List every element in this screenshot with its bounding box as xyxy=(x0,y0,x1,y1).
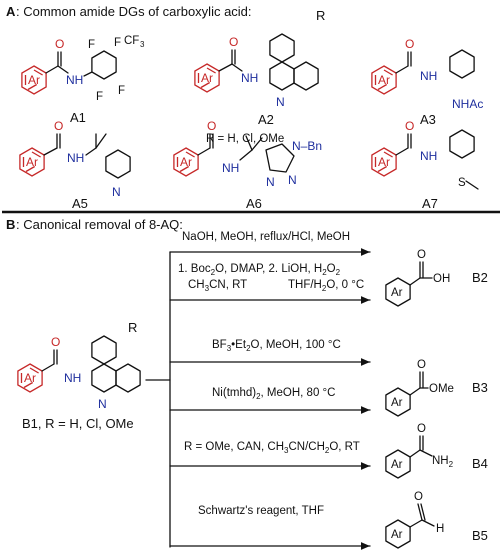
carbonyl-oxygen: O xyxy=(229,35,238,49)
label-b3: B3 xyxy=(472,380,488,395)
label-b4: B4 xyxy=(472,456,488,471)
fluorine: F xyxy=(114,37,121,49)
compound-a3: Ar O NH NHAc A3 xyxy=(371,37,483,127)
quinoline-n: N xyxy=(276,95,285,109)
condition-2b: CH3CN, RT xyxy=(188,279,247,293)
carbonyl-oxygen: O xyxy=(405,37,414,51)
label-a3: A3 xyxy=(420,112,436,127)
ar-label: Ar xyxy=(180,155,192,169)
product-b2: Ar O OH B2 xyxy=(385,249,488,307)
fluorine: F xyxy=(88,39,95,51)
condition-6: Schwartz's reagent, THF xyxy=(198,505,324,517)
subscript: 3 xyxy=(140,40,145,49)
condition-4: Ni(tmhd)2, MeOH, 80 °C xyxy=(212,387,335,401)
ar-label: Ar xyxy=(378,73,390,87)
label-a7: A7 xyxy=(422,196,438,211)
n-bn-group: N–Bn xyxy=(292,139,322,153)
compound-a5: Ar O NH N A5 xyxy=(19,119,131,211)
methoxy: OMe xyxy=(429,383,454,395)
ar-label: Ar xyxy=(391,287,403,299)
ar-label: Ar xyxy=(378,155,390,169)
ar-label: Ar xyxy=(26,155,38,169)
compound-a7: Ar O NH S A7 xyxy=(371,119,479,211)
amide-nh: NH xyxy=(66,73,83,87)
amide-nh: NH xyxy=(222,161,239,175)
fluorine: F xyxy=(96,91,103,103)
label-a5: A5 xyxy=(72,196,88,211)
label-a6: A6 xyxy=(246,196,262,211)
condition-2a: 1. Boc2O, DMAP, 2. LiOH, H2O2 xyxy=(178,263,341,277)
b1-label: B1, R = H, Cl, OMe xyxy=(22,416,134,431)
carbonyl-oxygen: O xyxy=(405,119,414,133)
compound-a1: Ar O NH F F CF 3 F F A1 xyxy=(21,35,145,125)
ar-label: Ar xyxy=(391,459,403,471)
nhac-group: NHAc xyxy=(452,97,483,111)
carbonyl-oxygen: O xyxy=(55,37,64,51)
r-substituent: R xyxy=(128,320,137,335)
label-a1: A1 xyxy=(70,110,86,125)
ar-label: Ar xyxy=(24,371,36,385)
panel-a-title: : Common amide DGs of carboxylic acid: xyxy=(16,4,252,19)
amide-nh: NH xyxy=(67,151,84,165)
label-b2: B2 xyxy=(472,270,488,285)
amide-nh: NH xyxy=(420,69,437,83)
condition-2c: THF/H2O, 0 °C xyxy=(288,279,364,293)
ar-label: Ar xyxy=(201,71,213,85)
compound-a2: Ar O NH R N A2 R = H, Cl, OMe xyxy=(194,8,325,145)
ar-label: Ar xyxy=(391,397,403,409)
carbonyl-oxygen: O xyxy=(417,359,426,371)
amide-nh2: NH2 xyxy=(432,455,454,469)
carbonyl-oxygen: O xyxy=(207,119,216,133)
carbonyl-oxygen: O xyxy=(417,423,426,435)
ar-label: Ar xyxy=(28,73,40,87)
compound-a6: Ar O NH N–Bn N N A6 xyxy=(173,119,322,211)
compound-b1: Ar O NH R N B1, R = H, Cl, OMe xyxy=(17,320,141,431)
quinoline-n: N xyxy=(98,397,107,411)
amide-nh: NH xyxy=(64,371,81,385)
amide-nh: NH xyxy=(420,149,437,163)
r-substituent: R xyxy=(316,8,325,23)
a2-r-note: R = H, Cl, OMe xyxy=(206,133,284,145)
sulfur: S xyxy=(458,177,466,189)
triazole-n: N xyxy=(288,173,297,187)
product-b3: Ar O OMe B3 xyxy=(385,359,488,417)
condition-5: R = OMe, CAN, CH3CN/CH2O, RT xyxy=(184,441,360,455)
cf3-group: CF xyxy=(124,35,139,47)
condition-1: NaOH, MeOH, reflux/HCl, MeOH xyxy=(182,231,350,243)
hydroxyl: OH xyxy=(433,273,450,285)
product-b4: Ar O NH2 B4 xyxy=(385,423,488,479)
ar-label: Ar xyxy=(391,529,403,541)
panel-b-letter: B xyxy=(6,217,15,232)
product-b5: Ar O H B5 xyxy=(385,491,488,549)
pyridine-n: N xyxy=(112,185,121,199)
condition-3: BF3•Et2O, MeOH, 100 °C xyxy=(212,339,341,353)
amide-nh: NH xyxy=(241,71,258,85)
label-a2: A2 xyxy=(258,112,274,127)
fluorine: F xyxy=(118,85,125,97)
label-b5: B5 xyxy=(472,528,488,543)
carbonyl-oxygen: O xyxy=(51,335,60,349)
aldehyde-h: H xyxy=(436,523,444,535)
triazole-n: N xyxy=(266,175,275,189)
panel-b-title: : Canonical removal of 8-AQ: xyxy=(16,217,183,232)
panel-a-letter: A xyxy=(6,4,16,19)
carbonyl-oxygen: O xyxy=(54,119,63,133)
aldehyde-oxygen: O xyxy=(414,491,423,503)
carbonyl-oxygen: O xyxy=(417,249,426,261)
